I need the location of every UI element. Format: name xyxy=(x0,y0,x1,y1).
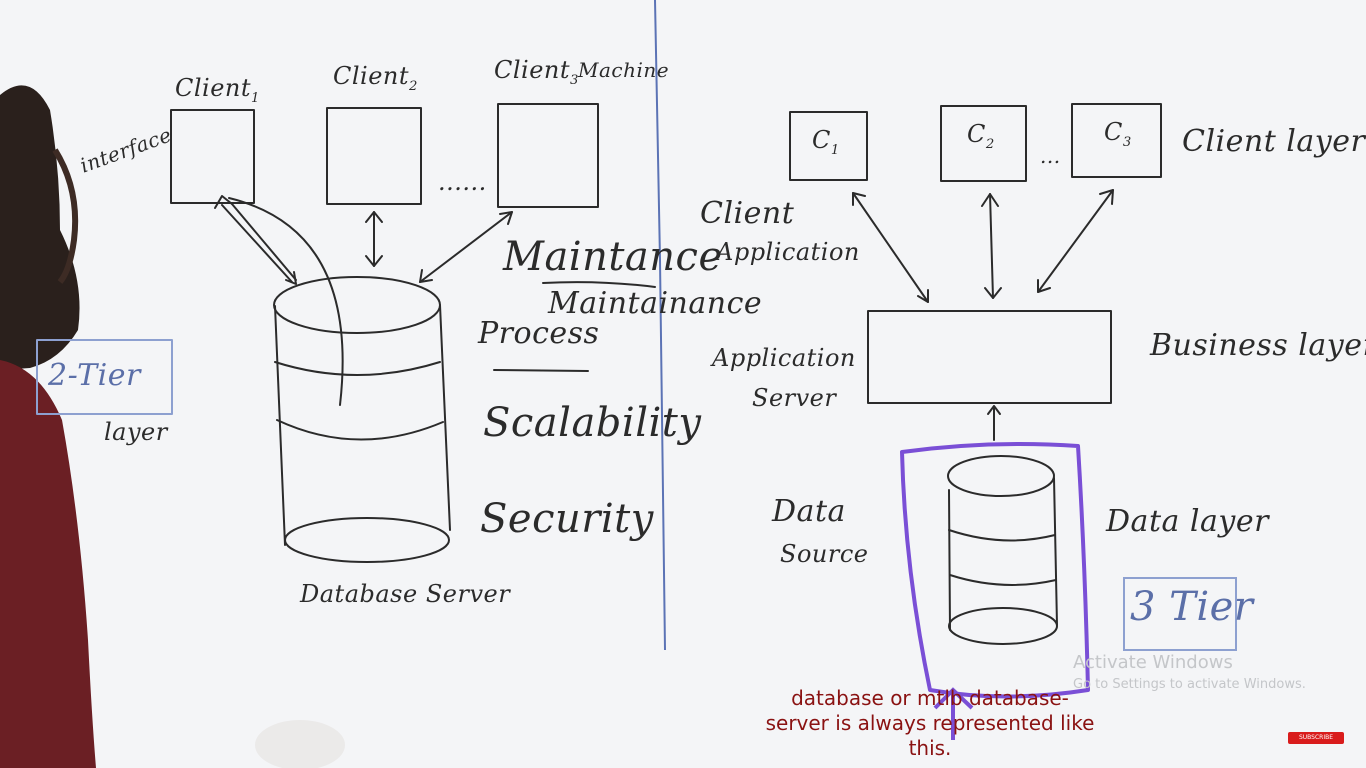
subscribe-button[interactable]: SUBSCRIBE xyxy=(1288,732,1344,744)
right-c3-label: C3 xyxy=(1104,118,1132,150)
data-source-label-2: Source xyxy=(780,540,869,568)
left-dots: ...... xyxy=(438,168,487,196)
right-arrow-to-db xyxy=(987,405,1001,441)
client-application-label-2: Application xyxy=(716,238,860,266)
right-client-2-box xyxy=(940,105,1027,182)
right-c1-label: C1 xyxy=(812,126,840,158)
activate-windows-subtitle: Go to Settings to activate Windows. xyxy=(1073,677,1306,692)
left-client-2-box xyxy=(326,107,422,205)
right-dots: ... xyxy=(1040,144,1061,168)
data-layer-label: Data layer xyxy=(1106,504,1269,539)
video-caption: database or mtlb database-server is alwa… xyxy=(765,686,1095,760)
right-c2-label: C2 xyxy=(967,120,995,152)
data-source-label-1: Data xyxy=(772,494,846,529)
left-tier-box xyxy=(36,339,173,415)
maintainance-label: Maintainance xyxy=(548,286,763,321)
application-server-label-1: Application xyxy=(712,344,856,372)
left-client-1-box xyxy=(170,109,255,204)
left-client-3-label: Client3 xyxy=(494,56,579,88)
right-client-3-box xyxy=(1071,103,1162,178)
scalability-label: Scalability xyxy=(483,400,702,446)
business-layer-label: Business layer xyxy=(1150,328,1366,363)
process-underline xyxy=(493,369,589,372)
application-server-label-2: Server xyxy=(752,384,837,412)
machine-label: Machine xyxy=(578,58,670,82)
right-arrow-c3 xyxy=(1037,189,1114,293)
left-database-cylinder xyxy=(273,276,451,563)
right-arrow-c1 xyxy=(852,192,929,303)
left-tier-label: 2-Tier xyxy=(48,358,141,393)
database-server-label: Database Server xyxy=(300,580,511,608)
board-divider xyxy=(654,0,666,651)
left-curve-into-db xyxy=(228,197,344,406)
right-tier-box xyxy=(1123,577,1237,651)
right-tier-label: 3 Tier xyxy=(1130,584,1254,630)
activate-windows-title: Activate Windows xyxy=(1073,652,1233,673)
security-label: Security xyxy=(480,496,654,542)
process-label: Process xyxy=(478,316,600,351)
business-layer-box xyxy=(867,310,1112,404)
maintance-label: Maintance xyxy=(503,234,723,280)
client-layer-label: Client layer xyxy=(1182,124,1366,159)
left-arrow-client-1 xyxy=(221,203,297,283)
left-client-3-box xyxy=(497,103,599,208)
left-client-1-label: Client1 xyxy=(175,74,260,106)
right-database-cylinder xyxy=(947,455,1058,645)
right-arrow-c2 xyxy=(989,193,994,299)
right-client-1-box xyxy=(789,111,868,181)
database-highlight xyxy=(900,442,1090,699)
left-arrow-client-3 xyxy=(419,211,513,283)
client-application-label-1: Client xyxy=(700,196,795,231)
left-client-2-label: Client2 xyxy=(333,62,418,94)
highlight-pointer xyxy=(933,687,974,740)
maintance-underline xyxy=(542,281,656,288)
left-tier-layer-label: layer xyxy=(104,418,168,446)
